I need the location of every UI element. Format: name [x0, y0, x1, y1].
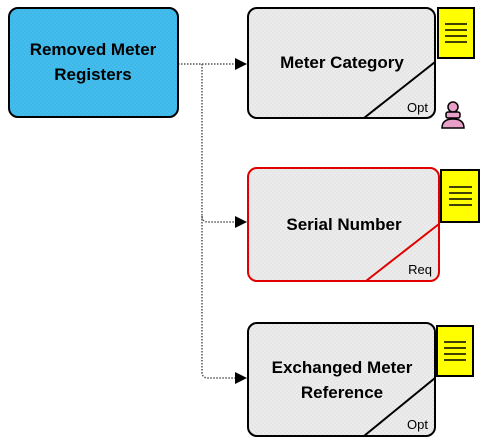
- note-icon[interactable]: [436, 325, 474, 377]
- node-meter-category[interactable]: Meter Category Opt: [247, 7, 436, 119]
- meter-category-tag: Opt: [407, 100, 428, 115]
- exchanged-meter-label-line1: Exchanged Meter: [272, 358, 413, 377]
- root-label-line1: Removed Meter: [30, 40, 157, 59]
- exchanged-meter-label-line2: Reference: [301, 383, 383, 402]
- serial-number-tag: Req: [408, 262, 432, 277]
- node-exchanged-meter-reference[interactable]: Exchanged Meter Reference Opt: [247, 322, 436, 437]
- corner-divider: [363, 61, 436, 119]
- connector-trunk: [201, 64, 247, 228]
- user-icon: [441, 101, 465, 129]
- connector-exchanged-meter: [201, 216, 247, 384]
- serial-number-label: Serial Number: [286, 215, 402, 234]
- connectors: [178, 58, 247, 384]
- note-icon[interactable]: [440, 169, 480, 223]
- exchanged-meter-tag: Opt: [407, 417, 428, 432]
- node-serial-number[interactable]: Serial Number Req: [247, 167, 440, 282]
- corner-divider: [363, 377, 436, 437]
- root-node[interactable]: Removed Meter Registers: [8, 7, 179, 118]
- root-label-line2: Registers: [54, 65, 131, 84]
- corner-divider: [365, 223, 440, 282]
- note-icon[interactable]: [437, 7, 475, 59]
- meter-category-label: Meter Category: [280, 53, 404, 72]
